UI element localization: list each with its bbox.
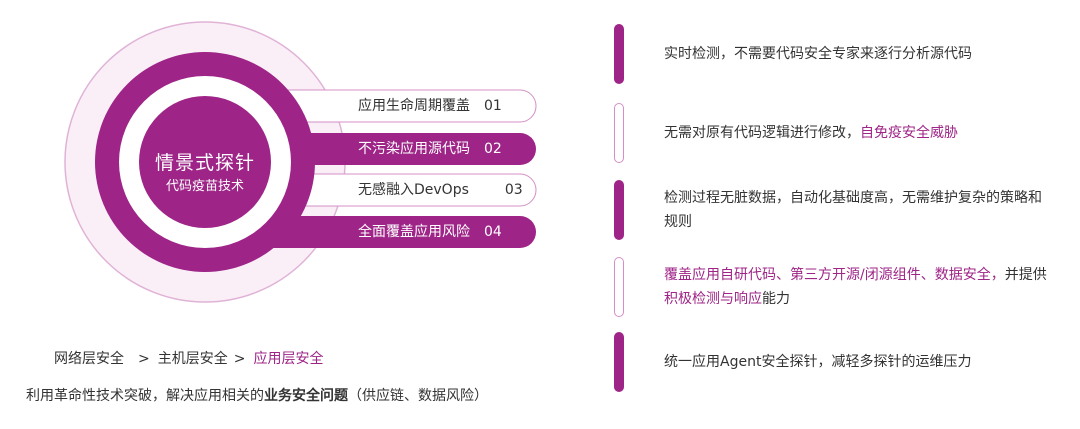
benefit-text: 实时检测，不需要代码安全专家来逐行分析源代码: [664, 46, 972, 62]
feature-item-04: 全面覆盖应用风险 04: [358, 216, 502, 248]
benefit-text: 无需对原有代码逻辑进行修改，: [664, 125, 860, 141]
layer-application: 应用层安全: [253, 351, 324, 367]
benefit-item: 覆盖应用自研代码、第三方开源/闭源组件、数据安全，并提供积极检测与响应能力: [664, 263, 1054, 311]
concentric-rings-graphic: [64, 21, 537, 303]
benefit-highlight: 自免疫安全威胁: [860, 125, 958, 141]
benefit-item: 无需对原有代码逻辑进行修改，自免疫安全威胁: [664, 121, 1054, 145]
benefit-item: 实时检测，不需要代码安全专家来逐行分析源代码: [664, 42, 1054, 66]
footer-statement: 利用革命性技术突破，解决应用相关的业务安全问题（供应链、数据风险）: [26, 385, 488, 405]
footer-prefix: 利用革命性技术突破，解决应用相关的: [26, 388, 264, 404]
arrow-right-icon: >: [233, 351, 246, 367]
benefit-text: 能力: [762, 291, 790, 307]
feature-label: 不污染应用源代码: [358, 141, 470, 157]
feature-label: 无感融入DevOps: [358, 182, 469, 198]
arrow-right-icon: >: [138, 351, 150, 367]
footer-suffix: （供应链、数据风险）: [348, 388, 488, 404]
benefit-text: 统一应用Agent安全探针，减轻多探针的运维压力: [664, 354, 972, 370]
security-layers-breadcrumb: 网络层安全 > 主机层安全 > 应用层安全: [54, 348, 323, 368]
feature-number: 03: [504, 182, 523, 198]
benefit-text: 检测过程无脏数据，自动化基础度高，无需维护复杂的策略和规则: [664, 190, 1042, 230]
benefit-bar: [614, 180, 624, 240]
feature-tab-04-bg: [250, 216, 536, 248]
inner-disc: [139, 96, 271, 228]
center-subtitle: 代码疫苗技术: [165, 179, 244, 194]
feature-label: 应用生命周期覆盖: [358, 98, 470, 114]
benefit-item: 统一应用Agent安全探针，减轻多探针的运维压力: [664, 350, 1054, 374]
feature-item-03: 无感融入DevOps 03: [358, 174, 523, 206]
layer-host: 主机层安全: [157, 351, 228, 367]
feature-number: 01: [484, 98, 502, 114]
feature-number: 02: [484, 141, 502, 157]
center-title: 情景式探针: [154, 152, 255, 174]
benefit-highlight: 积极检测与响应: [664, 291, 762, 307]
benefit-bar: [614, 24, 624, 84]
feature-label: 全面覆盖应用风险: [358, 224, 470, 240]
layer-network: 网络层安全: [54, 351, 124, 367]
feature-item-02: 不污染应用源代码 02: [358, 133, 502, 165]
benefit-item: 检测过程无脏数据，自动化基础度高，无需维护复杂的策略和规则: [664, 186, 1054, 234]
feature-number: 04: [484, 224, 502, 240]
feature-tab-02-bg: [250, 133, 536, 165]
benefit-bar: [614, 332, 624, 392]
benefit-bar: [614, 257, 624, 317]
benefit-text: 并提供: [1004, 267, 1047, 283]
footer-bold: 业务安全问题: [264, 388, 348, 404]
benefit-highlight: 覆盖应用自研代码、第三方开源/闭源组件、数据安全，: [664, 267, 1005, 283]
feature-item-01: 应用生命周期覆盖 01: [358, 90, 502, 122]
benefit-bar: [614, 103, 624, 163]
